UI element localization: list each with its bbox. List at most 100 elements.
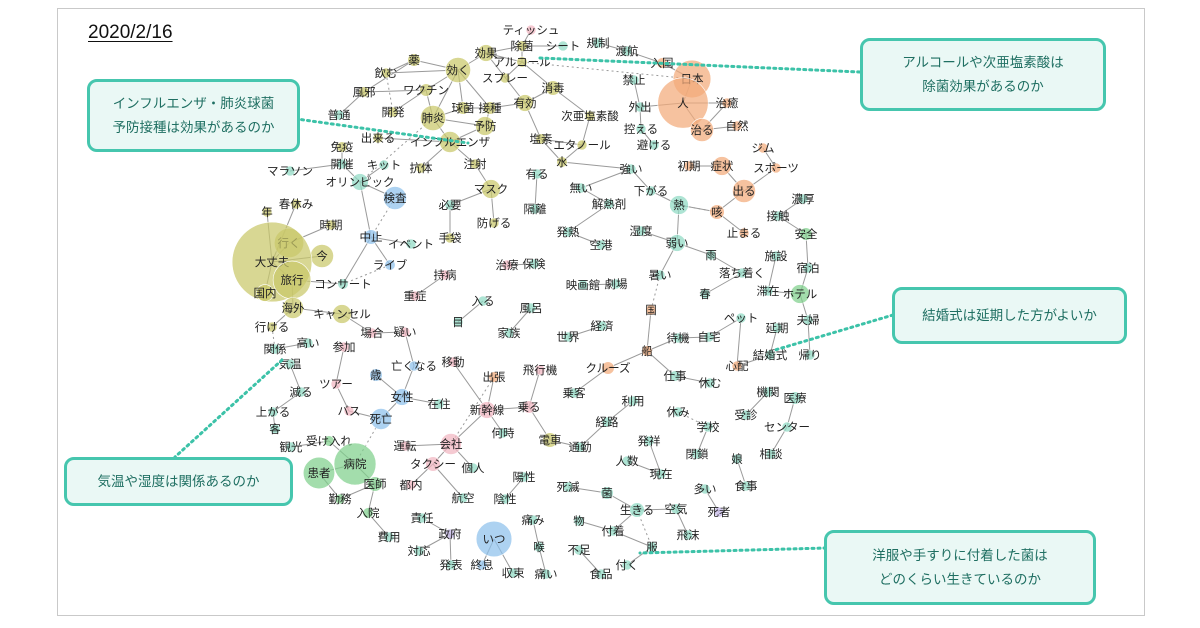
node-circle <box>481 179 501 199</box>
edge <box>612 530 653 548</box>
node-label: 個人 <box>462 461 485 475</box>
edge-weak <box>385 72 394 113</box>
node-label: 塩素 <box>530 132 553 146</box>
node: 対応 <box>408 544 431 558</box>
node-circle <box>383 186 407 210</box>
node-circle <box>378 159 390 171</box>
node-label: 帰り <box>799 348 822 362</box>
node: 初期 <box>678 159 701 173</box>
node-circle <box>447 356 459 368</box>
node-circle <box>762 386 774 398</box>
node: 滞在 <box>757 284 780 298</box>
node-label: スプレー <box>482 71 528 85</box>
node-label: 施設 <box>765 249 788 263</box>
node: 関係 <box>264 342 287 356</box>
edge <box>567 231 602 246</box>
node-circle <box>358 86 370 98</box>
node: 人 <box>657 77 709 129</box>
edge <box>767 255 777 292</box>
node-circle <box>573 515 585 527</box>
node-label: 食事 <box>735 479 758 493</box>
node-circle <box>285 441 297 453</box>
node-circle <box>772 210 784 222</box>
node: 結婚式 <box>753 348 788 362</box>
edge <box>580 168 632 189</box>
node: 気温 <box>279 357 302 371</box>
node-label: 症状 <box>711 159 734 173</box>
node-label: 女性 <box>391 390 414 404</box>
node-label: コンサート <box>314 277 372 291</box>
node: ライブ <box>373 258 408 272</box>
node-circle <box>645 185 657 197</box>
node-circle <box>413 545 425 557</box>
edge <box>736 317 742 367</box>
node: 発表 <box>440 558 463 572</box>
node: 重症 <box>404 289 427 303</box>
node-circle <box>757 142 769 154</box>
node-circle <box>516 56 528 68</box>
node: 女性 <box>391 388 414 406</box>
node: 接触 <box>767 209 790 223</box>
node-label: 陰性 <box>494 492 517 506</box>
node-label: 痛み <box>522 513 545 527</box>
node: 注射 <box>464 157 487 171</box>
node-circle <box>702 421 714 433</box>
node: 食事 <box>735 479 758 493</box>
node: 減る <box>290 385 313 399</box>
node: 医師 <box>364 476 387 492</box>
node: 効果 <box>475 44 498 62</box>
node: 宿泊 <box>797 261 820 275</box>
node: 乗る <box>518 400 541 414</box>
node-label: 発熱 <box>557 225 580 239</box>
edge-weak <box>450 376 495 445</box>
node: 風呂 <box>520 301 543 315</box>
node-circle <box>699 483 711 495</box>
node-label: 待機 <box>667 331 690 345</box>
node-circle <box>699 288 711 300</box>
node-circle <box>405 479 417 491</box>
node-label: 経済 <box>591 319 614 333</box>
node: 延期 <box>766 321 789 335</box>
node: 行ける <box>255 320 290 334</box>
node-circle <box>629 502 645 518</box>
node: バス <box>338 404 361 418</box>
node-label: 無い <box>570 181 593 195</box>
node-circle <box>457 492 469 504</box>
node: 死亡 <box>370 408 393 430</box>
node-circle <box>568 387 580 399</box>
edge-weak <box>359 117 434 183</box>
node: 春休み <box>279 197 314 211</box>
node-label: 休む <box>699 376 722 390</box>
node-circle <box>545 80 561 96</box>
node-circle <box>736 267 748 279</box>
node-label: 政府 <box>439 527 462 541</box>
node-circle <box>595 568 607 580</box>
node-label: シート <box>546 39 581 53</box>
node-circle <box>765 448 777 460</box>
node-circle <box>621 45 633 57</box>
node-label: 収束 <box>502 566 525 580</box>
node: 咳 <box>709 204 725 220</box>
node-circle <box>704 377 716 389</box>
node: 患者 <box>302 456 336 490</box>
node-label: 有効 <box>514 96 537 110</box>
node-label: 会社 <box>440 437 463 451</box>
node-label: 家族 <box>498 326 521 340</box>
node-circle <box>416 512 428 524</box>
node-label: 痛い <box>535 567 558 581</box>
node: 国 <box>645 303 657 317</box>
node: 保険 <box>523 257 546 271</box>
callout-temperature-line-1: 気温や湿度は関係あるのか <box>97 473 260 490</box>
node-circle <box>735 312 747 324</box>
node-label: 気温 <box>279 357 302 371</box>
node: 人数 <box>616 454 639 468</box>
node-circle <box>497 427 509 439</box>
callout-clothes-line-2: どのくらい生きているのか <box>879 571 1041 588</box>
node: 医療 <box>784 391 807 405</box>
node-label: 宿泊 <box>797 261 820 275</box>
node-label: 不足 <box>568 543 591 557</box>
node-circle <box>802 314 814 326</box>
node-label: 国 <box>645 303 657 317</box>
node: 経済 <box>591 319 614 333</box>
node-label: 高い <box>297 336 320 350</box>
